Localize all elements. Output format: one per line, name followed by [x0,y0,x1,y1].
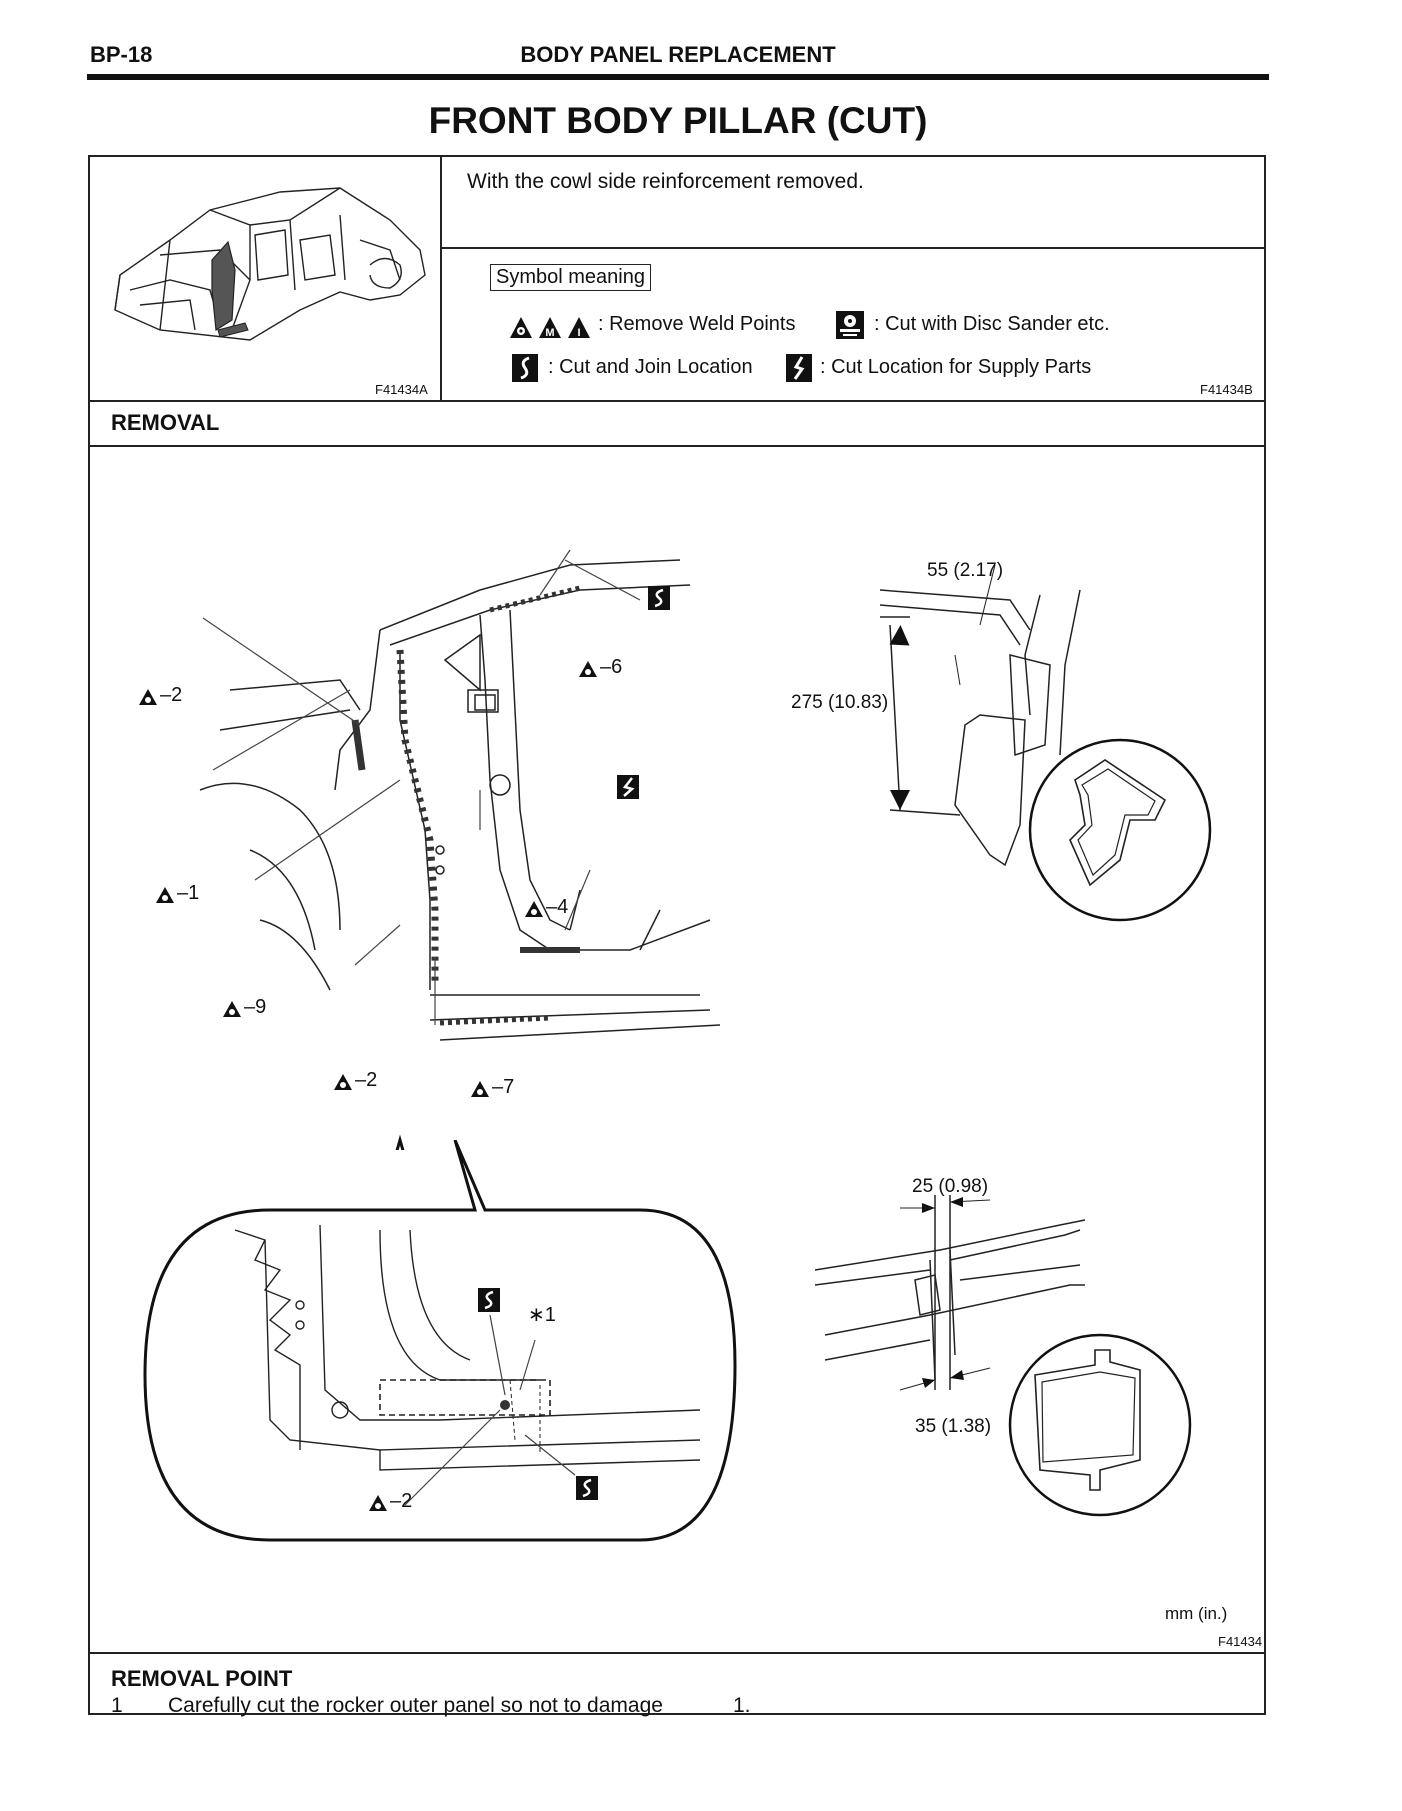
note-divider [440,247,1266,249]
pillar-cut-dimension-illustration [879,564,1212,922]
section-title: BODY PANEL REPLACEMENT [520,42,836,67]
rocker-cut-dimension-illustration [814,1195,1192,1517]
dim-rocker-bottom: 35 (1.38) [915,1416,992,1437]
disc-sander-label: : Cut with Disc Sander etc. [874,313,1110,335]
note-text: With the cowl side reinforcement removed… [467,170,864,193]
removal-point-heading: REMOVAL POINT [111,1666,293,1691]
removal-header-top [88,400,1266,402]
weld-icon [471,1081,489,1097]
weld-label-4: –4 [546,896,569,918]
dim-height: 275 (10.83) [791,692,889,713]
weld-label-2-top: –2 [160,684,183,706]
step-text: Carefully cut the rocker outer panel so … [168,1694,663,1717]
step-number: 1 [111,1694,123,1717]
figure-id-left: F41434A [375,382,428,397]
units-label: mm (in.) [1165,1604,1228,1623]
symbol-heading: Symbol meaning [490,264,651,291]
weld-label-2-detail: –2 [390,1490,413,1512]
weld-point-icons: M I [510,317,590,339]
figure-id-right: F41434B [1200,382,1253,397]
svg-text:M: M [545,327,554,339]
front-pillar-illustration [199,549,720,1150]
step-ref: 1. [733,1694,751,1717]
header-rule [87,74,1269,80]
weld-icon [334,1074,352,1090]
weld-label-1: –1 [177,882,200,904]
weld-points-label: : Remove Weld Points [598,313,796,335]
car-body-overview-illustration [114,187,426,341]
weld-icon [139,689,157,705]
content-frame [88,155,1266,1715]
removal-point-top [88,1652,1266,1654]
cut-supply-icon [786,354,812,382]
dim-rocker-top: 25 (0.98) [912,1176,989,1197]
weld-label-7: –7 [492,1076,515,1098]
removal-heading: REMOVAL [111,410,220,435]
asterisk-label: ∗1 [528,1304,556,1326]
weld-icon [369,1495,387,1511]
weld-icon [156,887,174,903]
dim-top-width: 55 (2.17) [927,560,1004,581]
figure-id-main: F41434 [1218,1634,1263,1649]
weld-label-2-bottom: –2 [355,1069,378,1091]
weld-icon [223,1001,241,1017]
detail-bubble-illustration [143,1140,737,1542]
cut-supply-label: : Cut Location for Supply Parts [820,356,1092,378]
removal-header-bottom [88,445,1266,447]
cut-join-label: : Cut and Join Location [548,356,753,378]
weld-label-9: –9 [244,996,267,1018]
top-panel-divider [440,155,442,401]
weld-icon [525,901,543,917]
weld-label-6: –6 [600,656,623,678]
cut-join-icon [512,354,538,382]
disc-sander-icon [836,311,864,339]
weld-icon [579,661,597,677]
page-title: FRONT BODY PILLAR (CUT) [428,100,928,141]
page-code: BP-18 [90,42,153,67]
svg-text:I: I [577,327,580,339]
